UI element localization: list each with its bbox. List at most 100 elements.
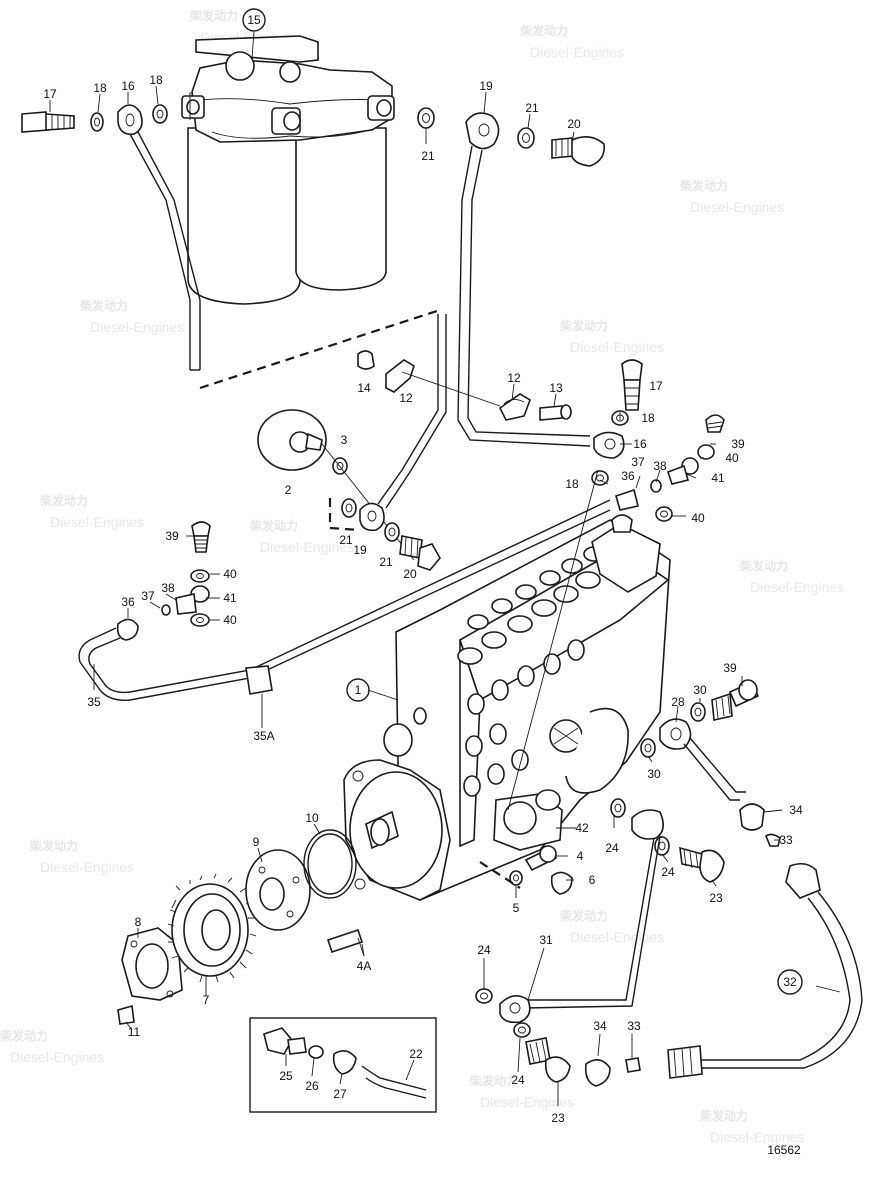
callout-26: 26 [305, 1079, 319, 1093]
callout-42: 42 [575, 821, 589, 835]
callout-8: 8 [135, 915, 142, 929]
callout-37: 37 [631, 455, 645, 469]
watermark-cn: 柴发动力 [699, 1108, 748, 1123]
watermark-en: Diesel-Engines [570, 339, 664, 355]
callout-40: 40 [691, 511, 705, 525]
callout-12: 12 [507, 371, 521, 385]
callout-25: 25 [279, 1069, 293, 1083]
watermark-cn: 柴发动力 [29, 838, 78, 853]
filter-outlet-banjo-set [377, 107, 606, 509]
pipe-clamp-set [357, 350, 572, 421]
callout-5: 5 [513, 901, 520, 915]
callout-21: 21 [339, 533, 353, 547]
watermark-en: Diesel-Engines [750, 579, 844, 595]
callout-18: 18 [93, 81, 107, 95]
callout-3: 3 [341, 433, 348, 447]
watermark-en: Diesel-Engines [10, 1049, 104, 1065]
callout-11: 11 [128, 1025, 141, 1039]
filter-inlet-banjo-set [21, 92, 201, 371]
callout-21: 21 [525, 101, 539, 115]
watermark-cn: 柴发动力 [249, 518, 298, 533]
callout-4A: 4A [357, 959, 372, 973]
callout-circle-1 [346, 678, 370, 702]
callout-41: 41 [223, 591, 237, 605]
lower-hose-assembly [475, 988, 703, 1087]
drawing-number: 16562 [767, 1143, 801, 1157]
cover-plate-set [257, 409, 415, 561]
callout-4: 4 [577, 849, 584, 863]
watermark-layer: 柴发动力 Diesel-Engines 柴发动力 Diesel-Engines 柴发… [0, 8, 844, 1145]
callout-36: 36 [621, 469, 635, 483]
callout-14: 14 [357, 381, 371, 395]
callout-13: 13 [549, 381, 563, 395]
callout-circle-32 [777, 969, 803, 995]
callout-34: 34 [593, 1019, 607, 1033]
watermark-cn: 柴发动力 [559, 908, 608, 923]
callout-24: 24 [477, 943, 491, 957]
callout-32: 32 [783, 975, 797, 989]
watermark-cn: 柴发动力 [0, 1028, 48, 1043]
callout-22: 22 [409, 1047, 423, 1061]
callout-38: 38 [161, 581, 175, 595]
callout-15: 15 [247, 13, 261, 27]
leak-off-connection [523, 679, 863, 1069]
fuel-filter-assembly [181, 35, 395, 305]
watermark-en: Diesel-Engines [90, 319, 184, 335]
callout-39: 39 [723, 661, 737, 675]
callout-31: 31 [539, 933, 553, 947]
callout-16: 16 [633, 437, 647, 451]
callout-labels: 15 17 18 16 18 19 21 20 21 14 12 12 13 1… [43, 8, 803, 1125]
callout-7: 7 [203, 993, 210, 1007]
watermark-en: Diesel-Engines [530, 44, 624, 60]
callout-12: 12 [399, 391, 413, 405]
watermark-cn: 柴发动力 [469, 1073, 518, 1088]
callout-18: 18 [641, 411, 655, 425]
callout-10: 10 [305, 811, 319, 825]
callout-19: 19 [479, 79, 493, 93]
callout-38: 38 [653, 459, 667, 473]
callout-33: 33 [627, 1019, 641, 1033]
watermark-cn: 柴发动力 [679, 178, 728, 193]
callout-30: 30 [693, 683, 707, 697]
watermark-en: Diesel-Engines [710, 1129, 804, 1145]
return-pipe [78, 499, 611, 728]
callout-35A: 35A [253, 729, 274, 743]
callout-17: 17 [43, 87, 57, 101]
inset-detail-box [249, 1017, 437, 1113]
callout-35: 35 [87, 695, 101, 709]
callout-21: 21 [379, 555, 393, 569]
callout-18: 18 [149, 73, 163, 87]
drive-components [117, 829, 365, 1025]
callout-37: 37 [141, 589, 155, 603]
leader-lines [49, 31, 841, 1106]
callout-21: 21 [421, 149, 435, 163]
callout-24: 24 [661, 865, 675, 879]
callout-9: 9 [253, 835, 260, 849]
callout-40: 40 [725, 451, 739, 465]
watermark-cn: 柴发动力 [79, 298, 128, 313]
callout-6: 6 [589, 873, 596, 887]
callout-27: 27 [333, 1087, 347, 1101]
watermark-cn: 柴发动力 [189, 8, 238, 23]
watermark-cn: 柴发动力 [519, 23, 568, 38]
watermark-en: Diesel-Engines [570, 929, 664, 945]
callout-39: 39 [731, 437, 745, 451]
callout-24: 24 [511, 1073, 525, 1087]
overflow-valve-set [591, 359, 725, 522]
callout-34: 34 [789, 803, 803, 817]
callout-24: 24 [605, 841, 619, 855]
callout-36: 36 [121, 595, 135, 609]
delivery-valve-holders [457, 546, 605, 665]
callout-23: 23 [709, 891, 723, 905]
mounting-bolts [479, 845, 573, 895]
return-fitting-set [116, 521, 211, 641]
callout-41: 41 [711, 471, 725, 485]
hidden-pipe-dashes [199, 308, 441, 390]
callout-20: 20 [567, 117, 581, 131]
watermark-en: Diesel-Engines [480, 1094, 574, 1110]
watermark-cn: 柴发动力 [39, 493, 88, 508]
timing-gear [167, 873, 257, 983]
callout-39: 39 [165, 529, 179, 543]
